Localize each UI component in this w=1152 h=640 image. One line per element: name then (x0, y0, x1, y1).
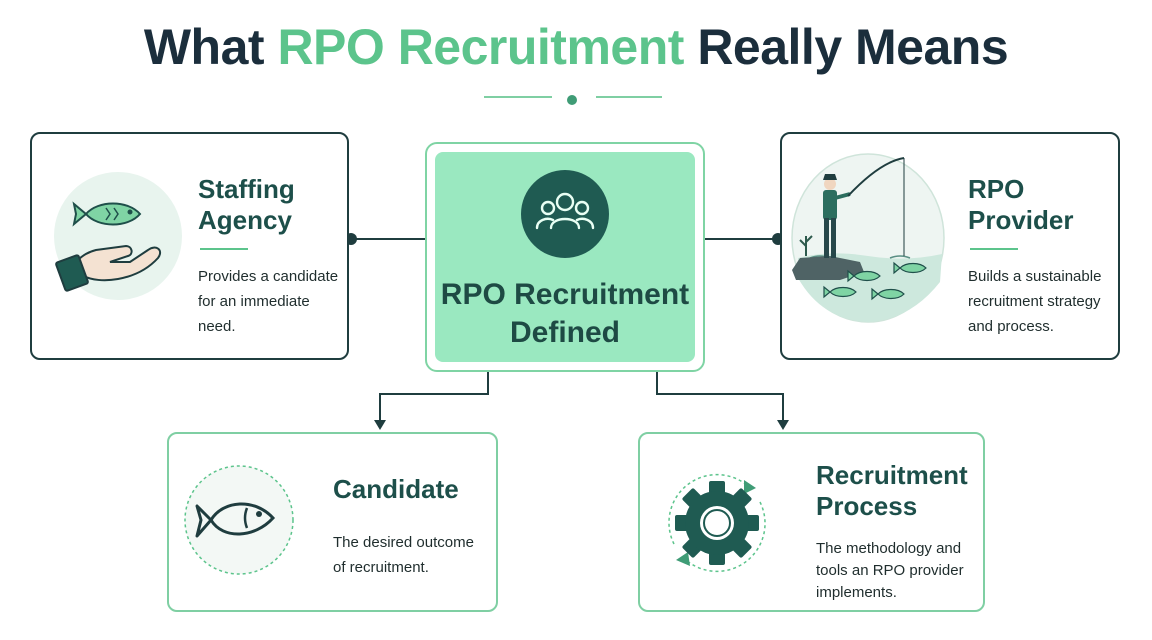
rpo-desc-line2: recruitment strategy (968, 293, 1101, 310)
title-divider-dot (567, 95, 577, 105)
gear-cycle-icon (652, 458, 782, 588)
process-heading-line2: Process (816, 491, 918, 521)
arrowhead-candidate (374, 420, 386, 430)
candidate-description: The desired outcome of recruitment. (333, 530, 474, 580)
title-divider-right (596, 96, 662, 98)
staffing-desc-line1: Provides a candidate (198, 268, 339, 285)
arrowhead-process (777, 420, 789, 430)
center-card-fill: RPO Recruitment Defined (435, 152, 695, 362)
recruitment-process-card: Recruitment Process The methodology and … (638, 432, 985, 612)
fish-icon (181, 462, 297, 578)
staffing-agency-card: Staffing Agency Provides a candidate for… (30, 132, 349, 360)
rpo-heading-line2: Provider (968, 205, 1074, 235)
center-label-line1: RPO Recruitment (440, 278, 690, 311)
title-prefix: What (143, 19, 278, 75)
staffing-desc-line2: for an immediate need. (198, 293, 310, 335)
staffing-heading-line1: Staffing (198, 174, 295, 204)
title-suffix: Really Means (683, 19, 1009, 75)
rpo-provider-card: RPO Provider Builds a sustainable recrui… (780, 132, 1120, 360)
center-label-line2: Defined (509, 316, 620, 349)
staffing-heading-rule (200, 248, 248, 250)
process-desc-line3: implements. (816, 584, 897, 601)
rpo-provider-heading: RPO Provider (968, 174, 1074, 236)
staffing-heading-line2: Agency (198, 205, 292, 235)
staffing-agency-heading: Staffing Agency (198, 174, 295, 236)
staffing-agency-description: Provides a candidate for an immediate ne… (198, 264, 347, 339)
recruitment-process-description: The methodology and tools an RPO provide… (816, 538, 964, 604)
candidate-desc-line2: of recruitment. (333, 559, 429, 576)
rpo-desc-line1: Builds a sustainable (968, 268, 1102, 285)
rpo-heading-line1: RPO (968, 174, 1025, 204)
hand-holding-fish-icon (46, 164, 186, 304)
page-title: What RPO Recruitment Really Means (0, 18, 1152, 76)
arrow-to-process (656, 372, 784, 424)
rpo-recruitment-defined-card: RPO Recruitment Defined (425, 142, 705, 372)
rpo-desc-line3: and process. (968, 318, 1054, 335)
process-heading-line1: Recruitment (816, 460, 968, 490)
people-group-icon (521, 170, 609, 258)
title-divider-left (484, 96, 552, 98)
process-desc-line2: tools an RPO provider (816, 562, 964, 579)
recruitment-process-heading: Recruitment Process (816, 460, 968, 522)
candidate-heading: Candidate (333, 474, 459, 504)
candidate-card: Candidate The desired outcome of recruit… (167, 432, 498, 612)
rpo-heading-rule (970, 248, 1018, 250)
rpo-provider-description: Builds a sustainable recruitment strateg… (968, 264, 1101, 339)
fisherman-icon (790, 152, 946, 324)
center-label: RPO Recruitment Defined (435, 276, 695, 352)
title-highlight: RPO Recruitment (277, 19, 684, 75)
process-desc-line1: The methodology and (816, 540, 962, 557)
arrow-to-candidate (379, 372, 489, 424)
candidate-desc-line1: The desired outcome (333, 534, 474, 551)
